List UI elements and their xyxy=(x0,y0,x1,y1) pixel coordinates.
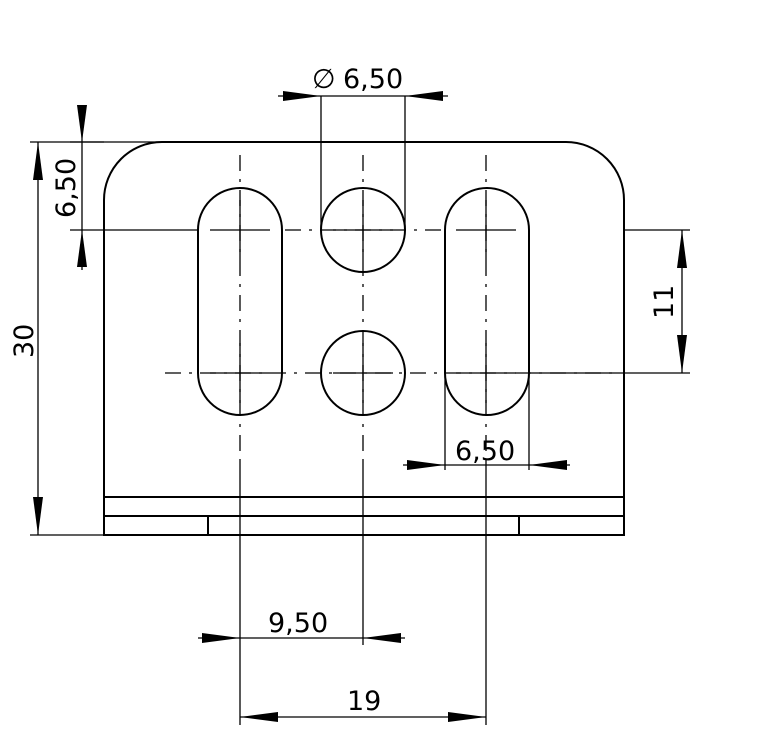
dimension-total-spacing: 19 xyxy=(240,686,486,722)
slot-width-label: 6,50 xyxy=(455,436,515,467)
right-slot xyxy=(444,187,530,416)
top-offset-label: 6,50 xyxy=(51,158,82,218)
diameter-symbol: ∅ xyxy=(312,64,336,95)
slot-length-label: 11 xyxy=(649,285,680,319)
half-spacing-label: 9,50 xyxy=(268,608,328,639)
part-outline xyxy=(103,141,625,536)
dimension-top-offset: 6,50 xyxy=(51,105,198,270)
total-height-label: 30 xyxy=(9,324,40,358)
dimension-hole-diameter: ∅ 6,50 xyxy=(278,64,448,230)
dimension-slot-width: 6,50 xyxy=(403,373,570,470)
dimension-half-spacing: 9,50 xyxy=(198,462,487,725)
hole-diameter-label: 6,50 xyxy=(343,64,403,95)
dimension-total-height: 30 xyxy=(9,141,104,536)
center-lines xyxy=(165,155,620,462)
total-spacing-label: 19 xyxy=(347,686,381,717)
dimension-slot-length: 11 xyxy=(529,229,690,374)
